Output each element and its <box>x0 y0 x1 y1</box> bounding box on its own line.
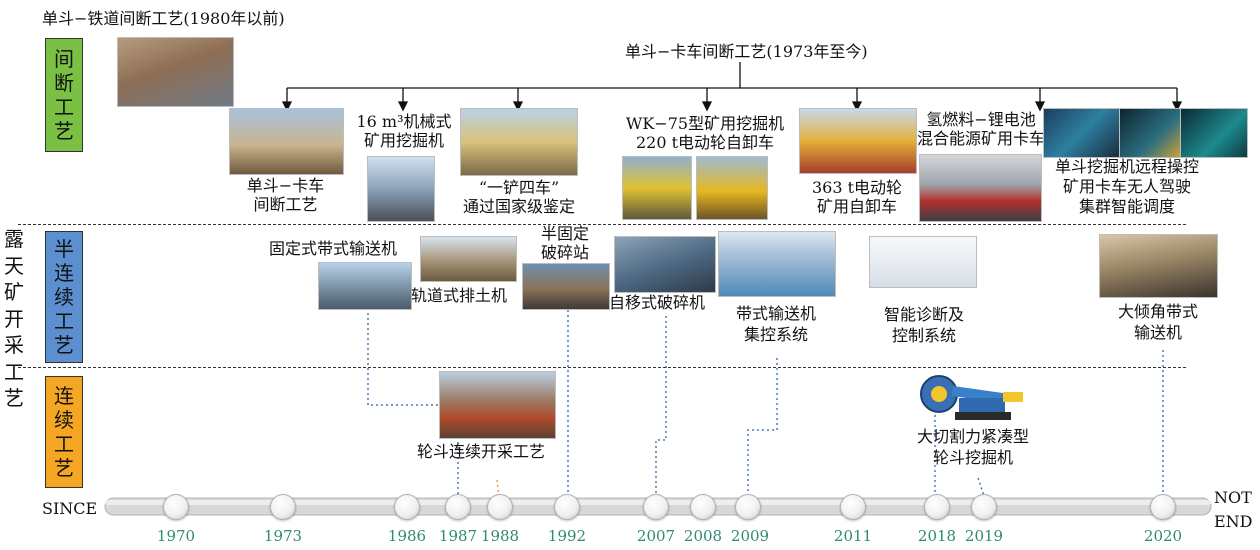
photo-incline-belt <box>1099 234 1218 298</box>
label-diagnosis: 智能诊断及控制系统 <box>883 305 964 345</box>
photo-remote-3 <box>1180 108 1248 158</box>
side-title: 露 天 矿 开 采 工 艺 <box>4 227 24 410</box>
timeline-dot-2018 <box>924 494 950 520</box>
year-label-2020: 2020 <box>1143 527 1183 545</box>
photo-fixed-belt <box>318 262 412 310</box>
label-incline-belt: 大倾角带式输送机 <box>1117 302 1198 342</box>
label-hydrogen: 氢燃料−锂电池混合能源矿用卡车 <box>916 110 1045 148</box>
label-self-moving: 自移式破碎机 <box>609 293 706 312</box>
label-rail-spreader: 轨道式排土机 <box>411 286 508 305</box>
timeline-dot-1970 <box>163 494 189 520</box>
photo-hydrogen <box>919 154 1042 222</box>
timeline-dot-1973 <box>270 494 296 520</box>
year-label-1987: 1987 <box>438 527 478 545</box>
separator-1 <box>18 224 1186 225</box>
year-label-2018: 2018 <box>917 527 957 545</box>
photo-bucket-wheel <box>439 371 556 439</box>
year-label-2007: 2007 <box>636 527 676 545</box>
photo-wk75 <box>622 156 692 220</box>
year-label-1988: 1988 <box>480 527 520 545</box>
label-belt-control: 带式输送机集控系统 <box>735 304 816 344</box>
year-label-2019: 2019 <box>964 527 1004 545</box>
category-intermittent: 间断 工艺 <box>45 38 83 152</box>
timeline-dot-2008 <box>690 494 716 520</box>
label-shovel-truck: 单斗−卡车间断工艺 <box>246 176 325 214</box>
label-one-four: “一铲四车”通过国家级鉴定 <box>462 178 575 216</box>
photo-shovel-truck <box>229 108 344 175</box>
photo-semi-fixed <box>522 263 610 310</box>
timeline-dot-1986 <box>394 494 420 520</box>
label-bucket-wheel: 轮斗连续开采工艺 <box>417 442 546 461</box>
photo-rail-shovel <box>117 37 234 107</box>
photo-one-four <box>460 108 578 176</box>
category-semi-continuous: 半连 续工 艺 <box>45 231 83 363</box>
label-shovel-16: 16 m³机械式矿用挖掘机 <box>356 112 452 150</box>
timeline-start: SINCE <box>42 499 98 518</box>
separator-2 <box>18 367 1186 368</box>
timeline-dot-1987 <box>445 494 471 520</box>
timeline-dot-2020 <box>1150 494 1176 520</box>
label-truck-branch: 单斗−卡车间断工艺(1973年至今) <box>625 42 868 61</box>
year-label-1992: 1992 <box>547 527 587 545</box>
photo-diagnosis <box>869 236 977 288</box>
leader-lines <box>367 308 1164 497</box>
timeline-dot-1992 <box>554 494 580 520</box>
label-fixed-belt: 固定式带式输送机 <box>269 239 398 258</box>
photo-belt-control <box>718 231 836 297</box>
photo-363t <box>799 108 917 174</box>
photo-shovel-16 <box>367 156 435 222</box>
year-label-1986: 1986 <box>387 527 427 545</box>
photo-self-moving <box>614 236 716 293</box>
label-remote: 单斗挖掘机远程操控矿用卡车无人驾驶集群智能调度 <box>1054 157 1199 216</box>
label-large-cut: 大切割力紧凑型轮斗挖掘机 <box>916 427 1029 467</box>
photo-remote-2 <box>1119 108 1181 158</box>
timeline-dot-1988 <box>487 494 513 520</box>
photo-220t <box>696 156 768 220</box>
timeline-dot-2009 <box>735 494 761 520</box>
tree-arrows <box>281 88 1183 112</box>
photo-large-cut <box>915 372 1027 424</box>
photo-remote-1 <box>1043 108 1120 158</box>
year-label-1970: 1970 <box>156 527 196 545</box>
year-label-2008: 2008 <box>683 527 723 545</box>
year-label-1973: 1973 <box>263 527 303 545</box>
timeline-dot-2019 <box>971 494 997 520</box>
photo-rail-spreader <box>420 236 517 282</box>
category-continuous: 连续 工艺 <box>45 376 83 488</box>
label-semi-fixed: 半固定破碎站 <box>540 224 589 262</box>
year-label-2009: 2009 <box>730 527 770 545</box>
year-label-2011: 2011 <box>833 527 873 545</box>
timeline-dot-2007 <box>643 494 669 520</box>
label-363t: 363 t电动轮矿用自卸车 <box>811 178 903 216</box>
timeline-dot-2011 <box>840 494 866 520</box>
label-rail-truck: 单斗−铁道间断工艺(1980年以前) <box>42 9 285 28</box>
